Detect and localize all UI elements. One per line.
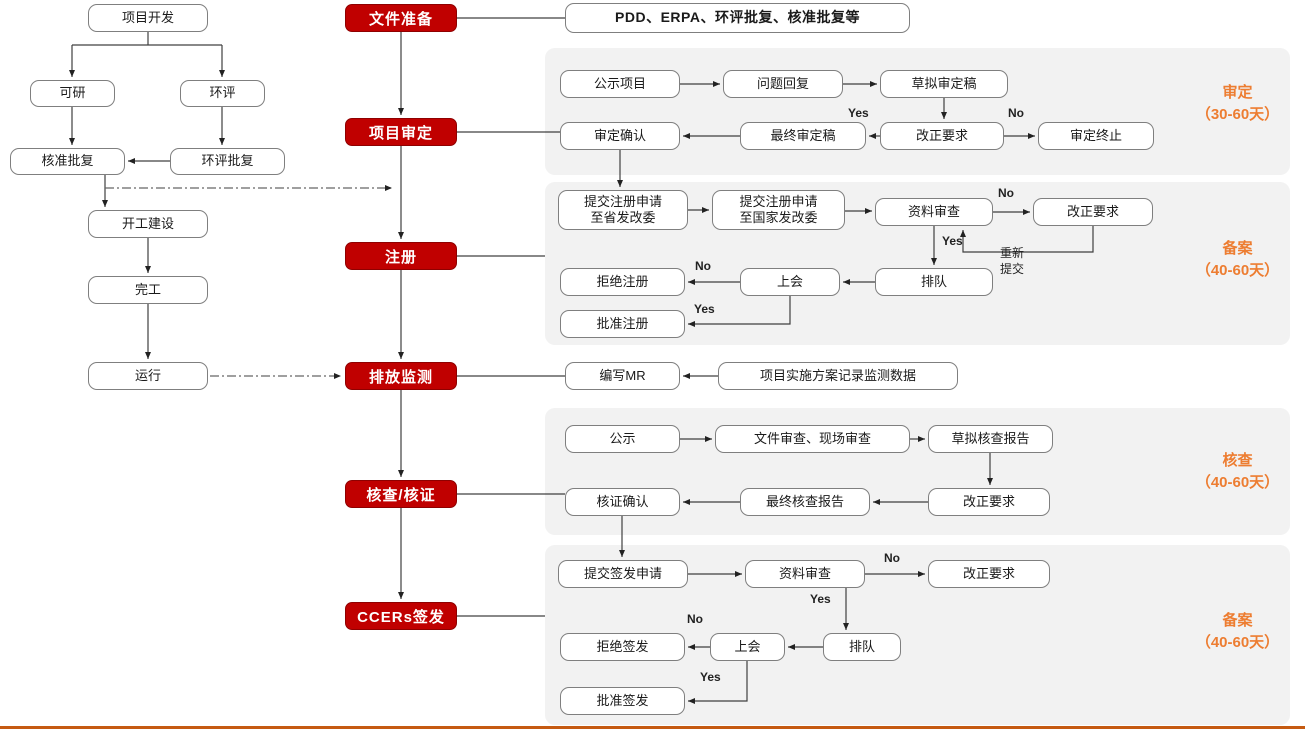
node-monitoring-data: 项目实施方案记录监测数据 <box>718 362 958 390</box>
node-iss-submit: 提交签发申请 <box>558 560 688 588</box>
stage-verification: 核查/核证 <box>345 480 457 508</box>
node-iss-reject: 拒绝签发 <box>560 633 685 661</box>
node-iss-meeting: 上会 <box>710 633 785 661</box>
node-reg-submit-national: 提交注册申请 至国家发改委 <box>712 190 845 230</box>
tag-title: 备案 <box>1222 612 1253 629</box>
tag-title: 备案 <box>1222 240 1253 257</box>
tag-duration: （40-60天） <box>1195 473 1280 491</box>
node-ver-review: 文件审查、现场审查 <box>715 425 910 453</box>
tag-duration: （40-60天） <box>1195 261 1280 279</box>
label-yes: Yes <box>700 670 721 684</box>
label-no: No <box>884 551 900 565</box>
tag-title: 核查 <box>1222 452 1253 469</box>
label-text-line: 重新 <box>1000 246 1025 260</box>
node-text-line: 至国家发改委 <box>739 210 818 225</box>
node-val-reply: 问题回复 <box>723 70 843 98</box>
node-text-line: 提交注册申请 <box>739 193 818 209</box>
node-reg-correction: 改正要求 <box>1033 198 1153 226</box>
node-iss-review: 资料审查 <box>745 560 865 588</box>
label-no: No <box>1008 106 1024 120</box>
solid-connectors <box>69 17 1094 704</box>
label-text-line: 提交 <box>1000 261 1025 276</box>
dashed-connectors <box>105 185 392 379</box>
node-reg-approve: 批准注册 <box>560 310 685 338</box>
stage-doc-prep: 文件准备 <box>345 4 457 32</box>
node-construction: 开工建设 <box>88 210 208 238</box>
label-yes: Yes <box>848 106 869 120</box>
stage-tag-validation: 审定 （30-60天） <box>1180 82 1295 126</box>
label-no: No <box>687 612 703 626</box>
node-reg-review: 资料审查 <box>875 198 993 226</box>
node-ver-correction: 改正要求 <box>928 488 1050 516</box>
label-resubmit: 重新 提交 <box>1000 246 1024 277</box>
node-val-draft: 草拟审定稿 <box>880 70 1008 98</box>
node-val-terminate: 审定终止 <box>1038 122 1154 150</box>
node-ver-publicize: 公示 <box>565 425 680 453</box>
node-ver-draft: 草拟核查报告 <box>928 425 1053 453</box>
node-reg-meeting: 上会 <box>740 268 840 296</box>
node-text-line: 提交注册申请 <box>583 193 662 209</box>
node-operation: 运行 <box>88 362 208 390</box>
label-yes: Yes <box>694 302 715 316</box>
stage-tag-verification: 核查 （40-60天） <box>1180 450 1295 494</box>
node-val-confirm: 审定确认 <box>560 122 680 150</box>
node-iss-approve: 批准签发 <box>560 687 685 715</box>
tag-duration: （30-60天） <box>1195 105 1280 123</box>
node-eia-approval: 环评批复 <box>170 148 285 175</box>
stage-issuance: CCERs签发 <box>345 602 457 630</box>
node-feasibility: 可研 <box>30 80 115 107</box>
node-iss-queue: 排队 <box>823 633 901 661</box>
label-no: No <box>695 259 711 273</box>
tag-title: 审定 <box>1222 84 1253 101</box>
node-ver-confirm: 核证确认 <box>565 488 680 516</box>
stage-validation: 项目审定 <box>345 118 457 146</box>
label-no: No <box>998 186 1014 200</box>
node-completion: 完工 <box>88 276 208 304</box>
bottom-divider <box>0 726 1305 729</box>
node-reg-submit-provincial: 提交注册申请 至省发改委 <box>558 190 688 230</box>
node-iss-correction: 改正要求 <box>928 560 1050 588</box>
label-yes: Yes <box>942 234 963 248</box>
stage-registration: 注册 <box>345 242 457 270</box>
stage-tag-issuance: 备案 （40-60天） <box>1180 610 1295 654</box>
stage-tag-registration: 备案 （40-60天） <box>1180 238 1295 282</box>
node-doc-list: PDD、ERPA、环评批复、核准批复等 <box>565 3 910 33</box>
stage-monitoring: 排放监测 <box>345 362 457 390</box>
node-val-publicize: 公示项目 <box>560 70 680 98</box>
node-project-dev: 项目开发 <box>88 4 208 32</box>
node-val-final: 最终审定稿 <box>740 122 866 150</box>
node-eia: 环评 <box>180 80 265 107</box>
node-ver-final: 最终核查报告 <box>740 488 870 516</box>
panel-validation <box>545 48 1290 175</box>
node-reg-reject: 拒绝注册 <box>560 268 685 296</box>
label-yes: Yes <box>810 592 831 606</box>
tag-duration: （40-60天） <box>1195 633 1280 651</box>
node-reg-queue: 排队 <box>875 268 993 296</box>
node-val-correction: 改正要求 <box>880 122 1004 150</box>
node-approval: 核准批复 <box>10 148 125 175</box>
node-write-mr: 编写MR <box>565 362 680 390</box>
node-text-line: 至省发改委 <box>590 210 656 225</box>
